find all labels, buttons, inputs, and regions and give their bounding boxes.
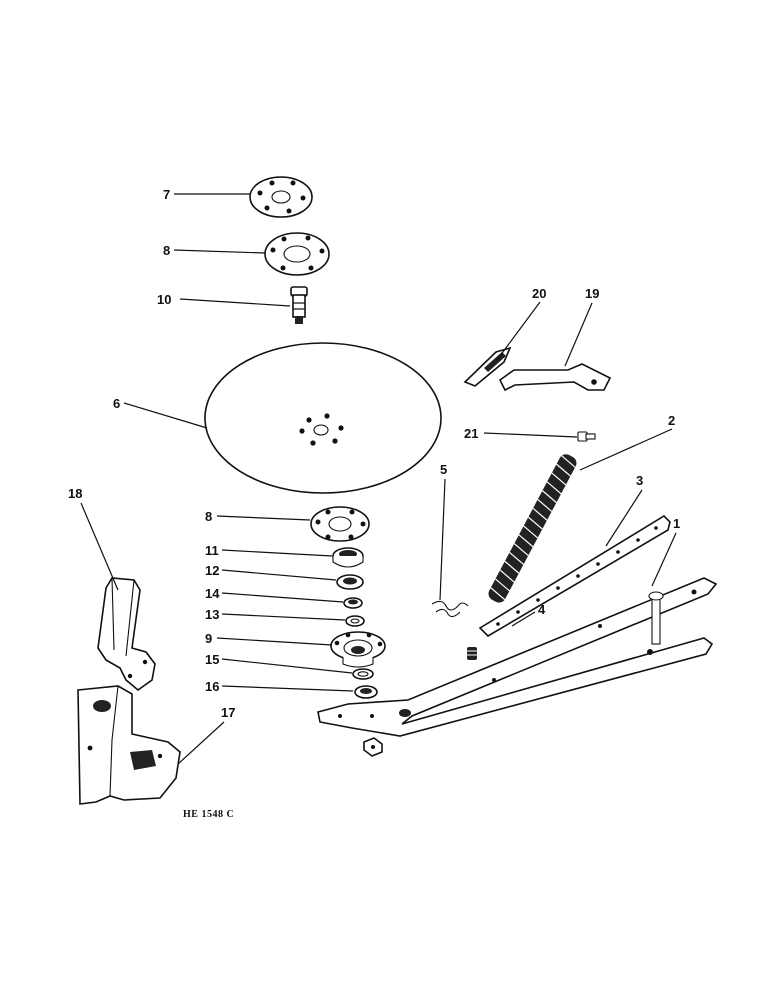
leader-11 (221, 549, 333, 557)
leader-13 (221, 613, 346, 621)
bearing-hub (330, 631, 386, 668)
leader-20 (496, 301, 541, 361)
callout-2: 2 (668, 413, 675, 428)
leader-6 (123, 402, 208, 429)
callout-13: 13 (205, 607, 219, 622)
leader-12 (221, 569, 337, 581)
leader-1 (651, 532, 677, 587)
leader-15 (221, 658, 353, 674)
scraper-arm (498, 363, 612, 392)
leader-8-upper (173, 249, 266, 254)
frame-arm (317, 577, 718, 737)
callout-12: 12 (205, 563, 219, 578)
retainer (343, 597, 363, 609)
seal (336, 574, 364, 590)
callout-7: 7 (163, 187, 170, 202)
flange-plate-lower (310, 506, 370, 542)
callout-14: 14 (205, 586, 220, 601)
outer-flange (249, 176, 313, 218)
leader-21 (483, 432, 578, 438)
scraper (97, 577, 156, 692)
callout-19: 19 (585, 286, 599, 301)
leader-5 (439, 478, 446, 601)
leader-16 (221, 685, 354, 692)
callout-6: 6 (113, 396, 120, 411)
leader-17 (177, 721, 225, 765)
callout-15: 15 (205, 652, 219, 667)
strap-nut (467, 647, 477, 660)
leader-10 (179, 298, 291, 307)
scraper-bracket (77, 685, 181, 805)
adjusting-strap (478, 514, 671, 638)
leader-4 (511, 611, 536, 627)
nut (354, 685, 378, 699)
callout-10: 10 (157, 292, 171, 307)
flange-plate-upper (264, 232, 330, 276)
figure-code: HE 1548 C (183, 809, 234, 820)
callout-8-upper: 8 (163, 243, 170, 258)
callout-18: 18 (68, 486, 82, 501)
spindle-bolt (290, 286, 308, 324)
callout-21: 21 (464, 426, 478, 441)
bolt (577, 431, 596, 442)
callout-8-lower: 8 (205, 509, 212, 524)
washer-lower (352, 668, 374, 680)
callout-11: 11 (205, 543, 219, 558)
washer-upper (345, 615, 365, 627)
callout-16: 16 (205, 679, 219, 694)
leader-19 (564, 302, 593, 367)
leader-8-lower (216, 515, 311, 521)
leader-3 (605, 489, 643, 547)
callout-3: 3 (636, 473, 643, 488)
bearing (332, 547, 364, 568)
disc-blade (204, 342, 442, 494)
callout-17: 17 (221, 705, 235, 720)
leader-14 (221, 592, 344, 603)
spring-clip (431, 600, 469, 618)
coil-spring (488, 454, 577, 603)
callout-20: 20 (532, 286, 546, 301)
callout-9: 9 (205, 631, 212, 646)
leader-9 (216, 637, 333, 646)
callout-1: 1 (673, 516, 680, 531)
callout-4: 4 (538, 602, 546, 617)
frame-nut (363, 737, 383, 757)
leader-2 (579, 428, 673, 471)
leader-18 (80, 502, 119, 591)
callout-5: 5 (440, 462, 447, 477)
